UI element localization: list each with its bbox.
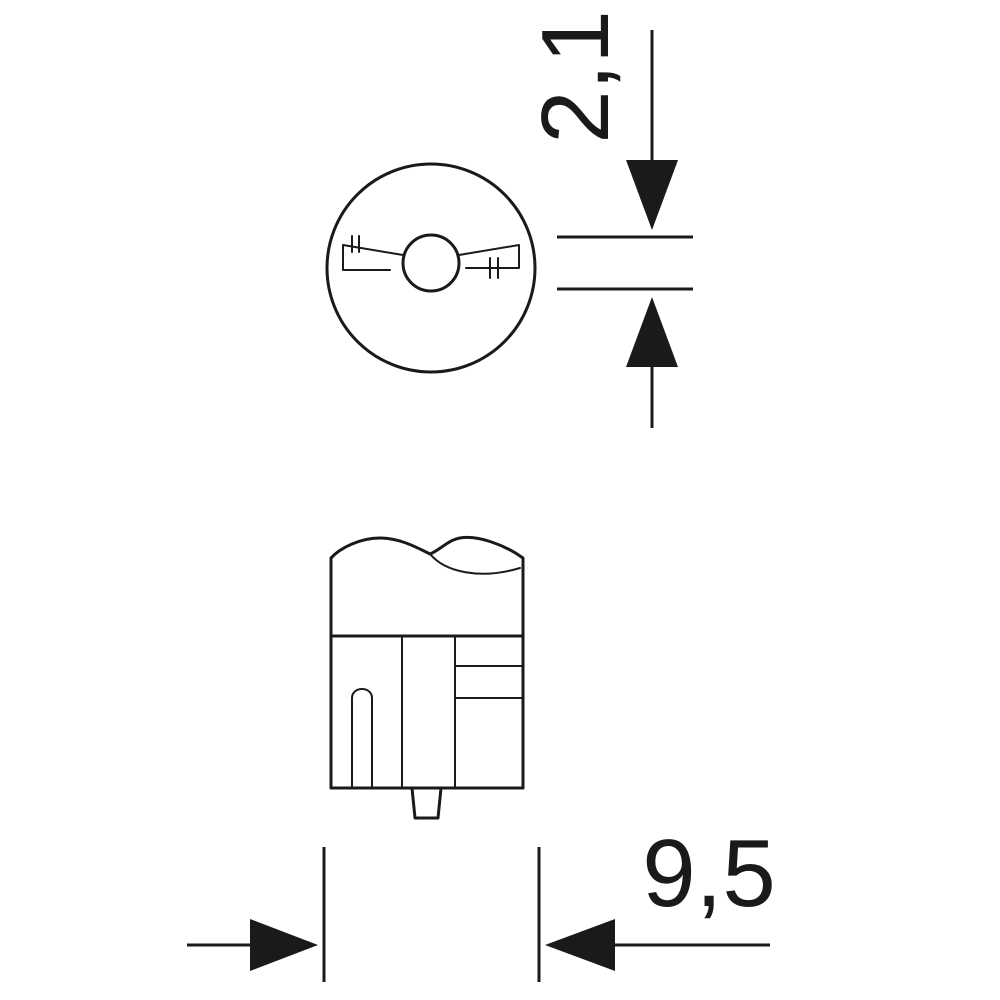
bulb-glass-top	[329, 535, 525, 638]
dimension-label-2-1: 2,1	[522, 10, 629, 143]
side-view: 9,5	[187, 535, 776, 982]
wedge-base	[329, 634, 525, 820]
glass-contour-curve	[429, 553, 521, 575]
contact-slot	[351, 688, 373, 789]
right-wire	[458, 244, 520, 269]
dimension-9-5: 9,5	[187, 820, 776, 982]
base-outline	[329, 634, 525, 790]
left-wire	[342, 244, 404, 271]
arrowhead-down	[626, 160, 678, 230]
bottom-tab	[410, 786, 443, 820]
arrowhead-up	[626, 297, 678, 367]
bulb-outline-circle	[325, 162, 537, 374]
arrowhead-left	[545, 919, 615, 971]
dimension-2-1: 2,1	[522, 10, 693, 428]
center-hub-circle	[401, 233, 461, 293]
arrowhead-right	[250, 919, 318, 971]
filament-assembly	[342, 233, 520, 293]
dimension-label-9-5: 9,5	[642, 820, 775, 927]
top-view: 2,1	[325, 10, 693, 428]
